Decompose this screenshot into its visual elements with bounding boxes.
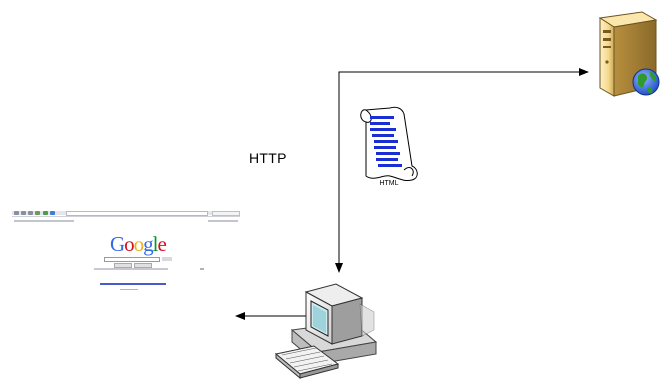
browser-menu [14, 220, 74, 222]
forward-icon [21, 211, 26, 215]
browser-screenshot: Google [12, 208, 240, 298]
bookmark-icon [50, 211, 55, 215]
home-icon [35, 211, 40, 215]
footer-links [100, 283, 166, 285]
advanced-search-links [162, 257, 172, 261]
logo-letter: g [143, 232, 153, 256]
browser-search-box [212, 211, 240, 216]
copyright-line [120, 289, 138, 290]
http-label: HTTP [249, 150, 287, 166]
logo-letter: o [124, 232, 134, 256]
search-options-row [94, 268, 168, 270]
logo-letter: l [152, 232, 159, 256]
lucky-button [134, 263, 152, 268]
search-input [104, 257, 160, 262]
html-scroll-icon [360, 106, 418, 181]
google-logo: Google [110, 232, 167, 257]
reload-icon [28, 211, 33, 215]
search-button [114, 263, 132, 268]
secure-icon [43, 211, 48, 215]
html-document-label: HTML [379, 180, 399, 187]
back-icon [14, 211, 19, 215]
web-server-icon [598, 11, 660, 97]
desktop-computer-icon [274, 283, 378, 380]
browser-account-links [208, 220, 238, 222]
logo-letter: o [133, 232, 144, 256]
logo-letter: G [110, 232, 125, 256]
logo-letter: e [157, 232, 167, 256]
menu-divider [12, 216, 240, 217]
cursor-marker [200, 268, 204, 270]
address-bar [66, 211, 208, 216]
